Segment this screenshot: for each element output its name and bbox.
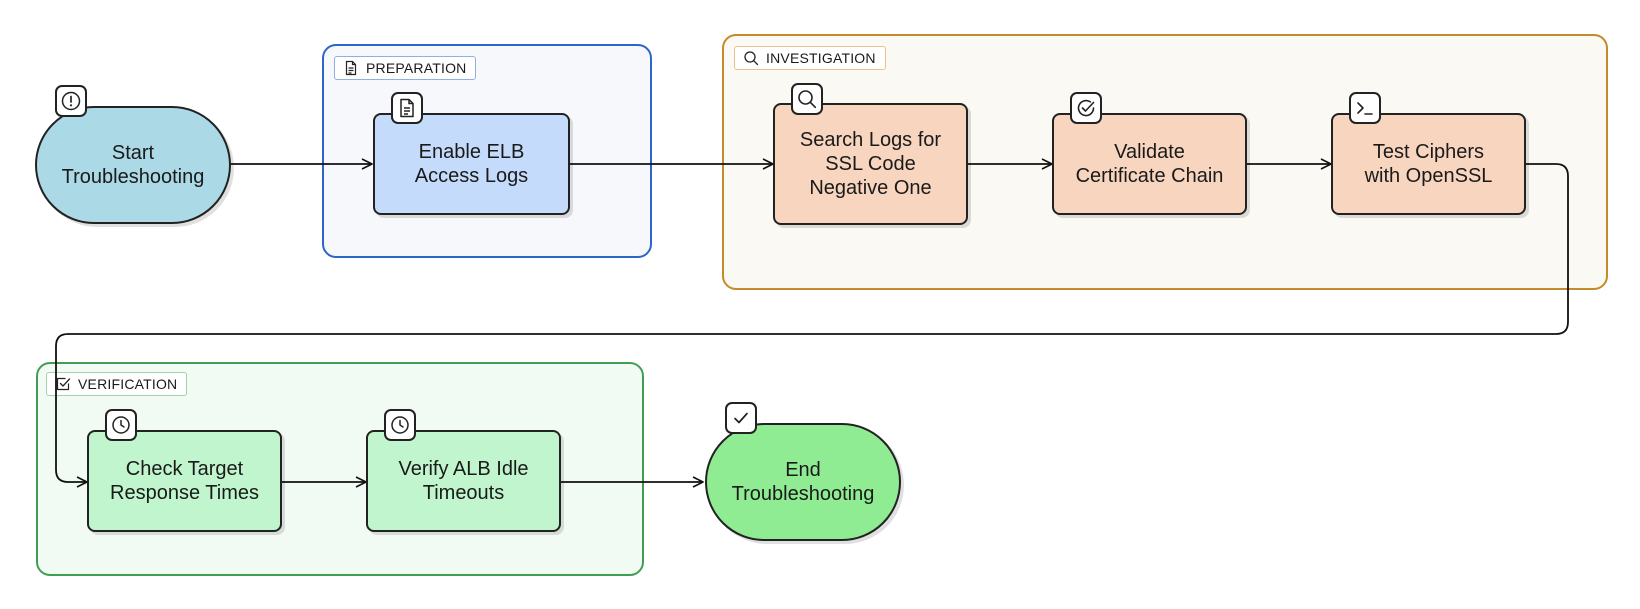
- enable-elb-access-logs-node[interactable]: Enable ELB Access Logs: [373, 113, 570, 215]
- alert-circle-icon: [61, 91, 81, 111]
- test-ciphers-node-label: Test Ciphers with OpenSSL: [1364, 141, 1493, 187]
- test-ciphers-openssl-node[interactable]: Test Ciphers with OpenSSL: [1331, 113, 1526, 215]
- checkmark-icon: [734, 412, 748, 424]
- verify-alb-idle-timeouts-node[interactable]: Verify ALB Idle Timeouts: [366, 430, 561, 532]
- test-ciphers-badge: [1349, 92, 1381, 124]
- preparation-group-label: PREPARATION: [334, 56, 477, 80]
- end-node-label: End Troubleshooting: [731, 459, 875, 505]
- investigation-group-title: INVESTIGATION: [766, 50, 876, 66]
- search-icon: [798, 90, 817, 109]
- start-badge: [55, 85, 87, 117]
- enable-logs-node-label: Enable ELB Access Logs: [414, 141, 529, 187]
- checkbox-icon: [56, 377, 71, 391]
- end-badge: [725, 402, 757, 434]
- terminal-icon: [1357, 102, 1373, 115]
- check-circle-icon: [1077, 99, 1095, 117]
- verification-group-title: VERIFICATION: [78, 376, 178, 392]
- search-logs-node-label: Search Logs for SSL Code Negative One: [799, 129, 942, 199]
- start-troubleshooting-node[interactable]: Start Troubleshooting: [35, 106, 231, 224]
- search-logs-badge: [791, 83, 823, 115]
- validate-certificate-chain-node[interactable]: Validate Certificate Chain: [1052, 113, 1247, 215]
- enable-logs-badge: [391, 92, 423, 124]
- clock-icon: [391, 416, 409, 434]
- preparation-group-title: PREPARATION: [366, 60, 467, 76]
- check-response-node-label: Check Target Response Times: [110, 458, 259, 504]
- end-troubleshooting-node[interactable]: End Troubleshooting: [705, 423, 901, 541]
- check-response-badge: [105, 409, 137, 441]
- edge-test-to-check: [55, 163, 1569, 488]
- validate-chain-badge: [1070, 92, 1102, 124]
- check-target-response-times-node[interactable]: Check Target Response Times: [87, 430, 282, 532]
- validate-chain-node-label: Validate Certificate Chain: [1075, 141, 1224, 187]
- search-logs-ssl-node[interactable]: Search Logs for SSL Code Negative One: [773, 103, 968, 225]
- clock-icon: [112, 416, 130, 434]
- search-icon: [744, 51, 759, 66]
- document-icon: [400, 98, 414, 118]
- investigation-group-label: INVESTIGATION: [734, 46, 886, 70]
- document-icon: [345, 60, 357, 76]
- verification-group-label: VERIFICATION: [46, 372, 188, 396]
- start-node-label: Start Troubleshooting: [61, 142, 205, 188]
- verify-idle-badge: [384, 409, 416, 441]
- verify-idle-node-label: Verify ALB Idle Timeouts: [398, 458, 529, 504]
